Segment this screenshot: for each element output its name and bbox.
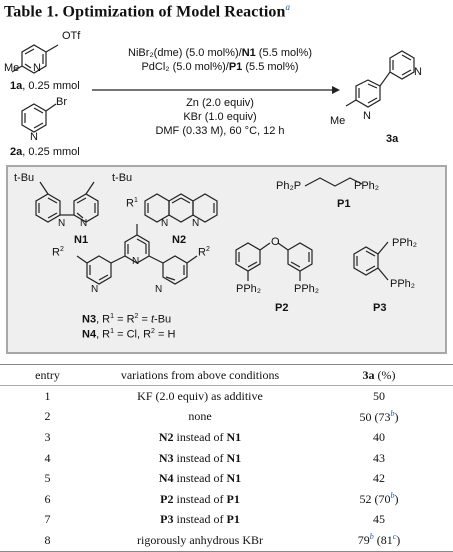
ligand-p1-structure	[304, 177, 363, 187]
variation-cell: KF (2.0 equiv) as additive	[137, 388, 263, 403]
ligand-n1-structure	[35, 181, 99, 223]
entry-cell: 8	[0, 530, 95, 552]
ligand-p1-label: P1	[337, 198, 351, 210]
r1-label: R1	[126, 197, 138, 210]
condition-line-2: PdCl₂ (5.0 mol%)/P1 (5.5 mol%)	[141, 61, 299, 73]
otf-label: OTf	[62, 30, 81, 42]
n-label: N	[132, 256, 140, 267]
compound-3a-label: 3a	[386, 133, 399, 145]
title-footnote: a	[285, 2, 291, 12]
pph2-label: PPh₂	[294, 283, 320, 295]
condition-line-3: Zn (2.0 equiv)	[186, 97, 254, 109]
reaction-arrow	[92, 86, 340, 94]
n-label: N	[363, 110, 371, 122]
yield-cell: 50	[373, 388, 385, 403]
table-title: Table 1. Optimization of Model Reactiona	[4, 2, 291, 21]
me-label: Me	[330, 115, 346, 127]
entry-cell: 1	[44, 388, 51, 403]
entry-cell: 2	[44, 409, 51, 424]
table-header-row: entry variations from above conditions 3…	[0, 364, 453, 386]
variation-cell: N2 instead of N1	[158, 429, 242, 444]
table-row: 6 P2 instead of P1 52 (70b)	[0, 489, 453, 510]
col-variation-header: variations from above conditions	[95, 364, 305, 386]
yield-cell: 79b (81c)	[305, 530, 453, 552]
r2-left-label: R2	[52, 246, 64, 259]
n-label: N	[192, 218, 200, 229]
table-row: 7 P3 instead of P1 45	[0, 510, 453, 531]
n-label: N	[161, 218, 169, 229]
entry-cell: 5	[44, 471, 51, 486]
n-label: N	[33, 62, 41, 74]
entry-cell: 6	[44, 491, 51, 506]
pph2-label: PPh₂	[354, 180, 380, 192]
o-label: O	[271, 236, 280, 248]
tbu-label: t-Bu	[14, 172, 35, 184]
me-label: Me	[4, 62, 20, 74]
variation-cell: P2 instead of P1	[160, 491, 240, 506]
ligand-box	[6, 165, 447, 354]
ligand-p3-label: P3	[373, 302, 387, 314]
entry-cell: 7	[44, 512, 51, 527]
table-row: 1 KF (2.0 equiv) as additive 50	[0, 386, 453, 407]
entry-cell: 3	[44, 429, 51, 444]
table-row: 2 none 50 (73b)	[0, 407, 453, 428]
ligand-n1-label: N1	[74, 234, 89, 246]
col-yield-header: 3a (%)	[305, 364, 453, 386]
ligand-p2-label: P2	[275, 302, 289, 314]
variation-cell: none	[188, 409, 212, 424]
n-label: N	[414, 66, 422, 78]
ligand-n2-label: N2	[172, 234, 187, 246]
variation-cell: N4 instead of N1	[158, 471, 242, 486]
r2-right-label: R2	[198, 246, 210, 259]
yield-cell: 43	[373, 450, 385, 465]
condition-line-1: NiBr₂(dme) (5.0 mol%)/N1 (5.5 mol%)	[128, 47, 312, 59]
compound-2a-label: 2a, 0.25 mmol	[10, 146, 80, 158]
ligand-n3-n4-structure	[76, 224, 198, 285]
structure-2a	[21, 103, 57, 133]
ligand-p2-structure	[235, 242, 313, 281]
n-label: N	[30, 131, 38, 143]
yield-cell: 50 (73b)	[359, 408, 399, 424]
pph2-label: PPh₂	[392, 237, 418, 249]
condition-line-5: DMF (0.33 M), 60 °C, 12 h	[155, 125, 285, 137]
ligand-n4-label: N4, R1 = Cl, R2 = H	[82, 328, 176, 341]
table-row: 8 rigorously anhydrous KBr 79b (81c)	[0, 530, 453, 552]
compound-1a-label: 1a, 0.25 mmol	[10, 80, 80, 92]
n-label: N	[58, 218, 66, 229]
table-row: 3 N2 instead of N1 40	[0, 427, 453, 448]
variation-cell: N3 instead of N1	[158, 450, 242, 465]
structure-1a	[11, 44, 59, 74]
yield-cell: 42	[373, 471, 385, 486]
ligand-p3-structure	[353, 241, 389, 281]
table-row: 4 N3 instead of N1 43	[0, 448, 453, 469]
tbu-label: t-Bu	[112, 172, 133, 184]
yield-cell: 40	[373, 429, 385, 444]
col-entry-header: entry	[0, 364, 95, 386]
n-label: N	[80, 218, 88, 229]
ph2p-label: Ph₂P	[276, 180, 302, 192]
variation-cell: P3 instead of P1	[160, 512, 240, 527]
br-label: Br	[56, 96, 67, 108]
condition-line-4: KBr (1.0 equiv)	[183, 111, 257, 123]
n-label: N	[155, 284, 163, 295]
entry-cell: 4	[44, 450, 51, 465]
n-label: N	[91, 284, 99, 295]
yield-cell: 52 (70b)	[359, 491, 399, 507]
variation-cell: rigorously anhydrous KBr	[95, 530, 305, 552]
ligand-n3-label: N3, R1 = R2 = t-Bu	[82, 313, 172, 326]
table-row: 5 N4 instead of N1 42	[0, 468, 453, 489]
pph2-label: PPh₂	[236, 283, 262, 295]
ligand-n2-structure	[144, 193, 218, 223]
pph2-label: PPh₂	[390, 278, 416, 290]
yield-cell: 45	[373, 512, 385, 527]
structure-3a	[345, 50, 415, 108]
results-table: entry variations from above conditions 3…	[0, 364, 453, 552]
